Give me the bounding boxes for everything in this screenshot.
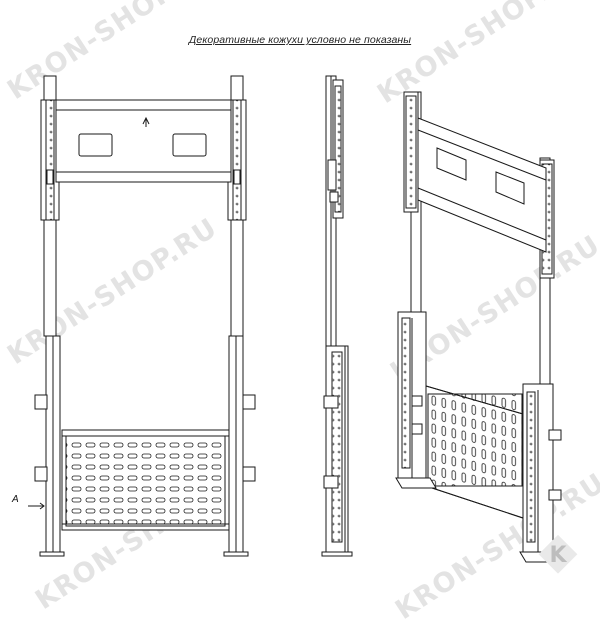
vesa-mounting-plate — [55, 99, 232, 183]
view-a-arrow — [28, 502, 45, 510]
left-upright — [34, 75, 65, 557]
side-view — [321, 75, 353, 557]
technical-drawing — [28, 75, 563, 563]
kron-logo-icon: K — [538, 534, 578, 574]
front-view — [28, 75, 256, 557]
perforated-shelf — [61, 429, 230, 531]
logo-letter: K — [549, 543, 567, 568]
view-a-label: A — [12, 494, 19, 505]
right-upright — [223, 75, 256, 557]
isometric-view — [395, 91, 563, 563]
drawing-caption: Декоративные кожухи условно не показаны — [188, 34, 412, 46]
